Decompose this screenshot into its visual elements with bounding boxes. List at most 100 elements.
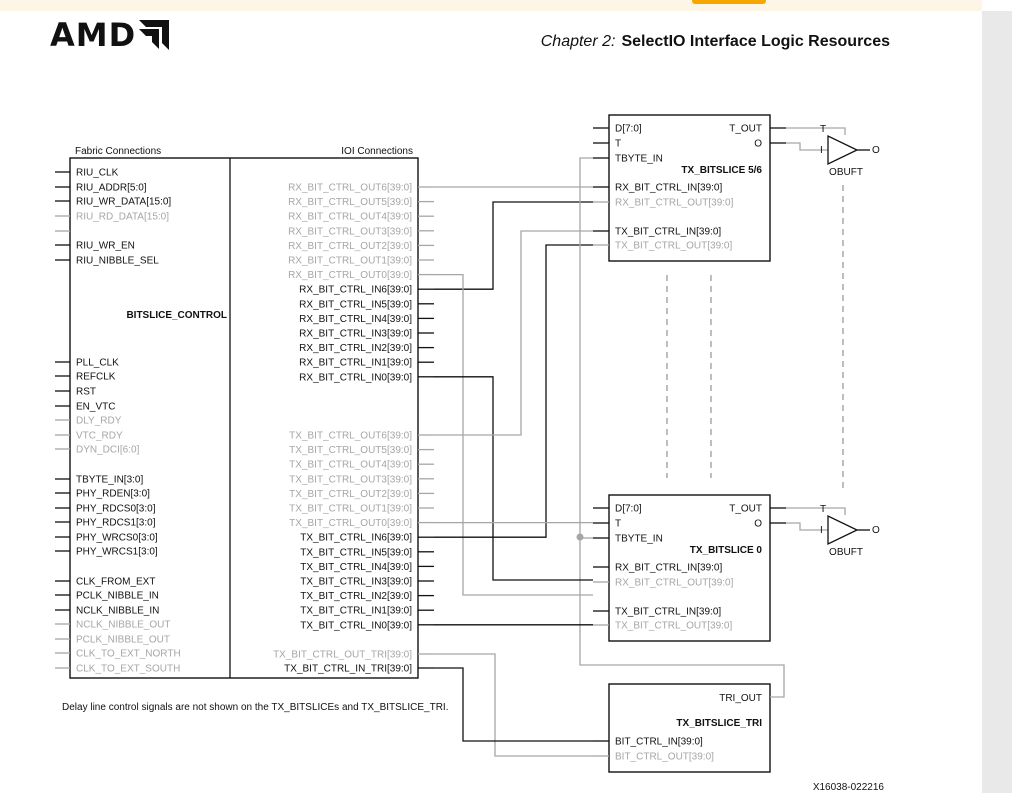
fabric-pin-label: EN_VTC (76, 402, 115, 413)
tx-bitslice-56-in-label: TX_BIT_CTRL_IN[39:0] (615, 227, 721, 238)
tx-bitslice-56-in-label: TBYTE_IN (615, 154, 663, 165)
tx-bitslice-0-out-label: T_OUT (729, 504, 762, 515)
wire-rx-in0 (434, 376, 593, 581)
ioi-pin-label: TX_BIT_CTRL_OUT1[39:0] (289, 504, 412, 515)
obuft-lower-t-label: T (820, 504, 826, 515)
tx-bitslice-tri-title: TX_BITSLICE_TRI (676, 718, 762, 729)
fabric-pin-label: DYN_DCI[6:0] (76, 445, 140, 456)
ioi-pin-label: RX_BIT_CTRL_OUT1[39:0] (288, 256, 412, 267)
top-banner (0, 0, 982, 11)
obuft-lower-i-wire (786, 522, 828, 531)
fabric-pin-label: RIU_CLK (76, 168, 119, 179)
fabric-pin-label: CLK_FROM_EXT (76, 577, 155, 588)
obuft-lower-o-label: O (872, 525, 880, 536)
ioi-pin-label: RX_BIT_CTRL_IN6[39:0] (299, 285, 412, 296)
fabric-pin-label: RIU_ADDR[5:0] (76, 183, 147, 194)
ioi-pin-label: RX_BIT_CTRL_OUT0[39:0] (288, 270, 412, 281)
ioi-pin-label: TX_BIT_CTRL_OUT0[39:0] (289, 518, 412, 529)
figure-id: X16038-022216 (813, 782, 885, 793)
ioi-pin-label: RX_BIT_CTRL_IN4[39:0] (299, 314, 412, 325)
obuft-upper-i-wire (786, 142, 828, 151)
ioi-pin-label: RX_BIT_CTRL_IN5[39:0] (299, 299, 412, 310)
top-banner-tab[interactable] (692, 0, 766, 4)
ioi-pin-label: RX_BIT_CTRL_OUT2[39:0] (288, 241, 412, 252)
tx-bitslice-56-out-label: T_OUT (729, 124, 762, 135)
ioi-pin-label: TX_BIT_CTRL_OUT3[39:0] (289, 474, 412, 485)
fabric-pin-label: CLK_TO_EXT_SOUTH (76, 664, 180, 675)
obuft-upper-i-label: I (820, 145, 823, 156)
fabric-pin-label: RIU_WR_EN (76, 241, 135, 252)
tx-bitslice-56-in-label: D[7:0] (615, 124, 642, 135)
obuft-lower-i-label: I (820, 525, 823, 536)
wire-tx-in6 (434, 244, 593, 538)
wire-tx-in-tri (434, 667, 593, 742)
tx-bitslice-0-in-label: RX_BIT_CTRL_OUT[39:0] (615, 578, 734, 589)
tx-bitslice-0-in-label: TX_BIT_CTRL_IN[39:0] (615, 607, 721, 618)
fabric-pin-label: PHY_RDEN[3:0] (76, 489, 150, 500)
ioi-pin-label: RX_BIT_CTRL_IN0[39:0] (299, 372, 412, 383)
obuft-upper-t-label: T (820, 124, 826, 135)
ioi-pin-label: RX_BIT_CTRL_OUT5[39:0] (288, 197, 412, 208)
fabric-pin-label: PHY_WRCS0[3:0] (76, 533, 158, 544)
wire-tx-out-tri (434, 653, 593, 757)
fabric-pin-label: DLY_RDY (76, 416, 122, 427)
tx-bitslice-0-in-label: RX_BIT_CTRL_IN[39:0] (615, 563, 722, 574)
ioi-connections-title: IOI Connections (341, 146, 413, 157)
ioi-pin-label: RX_BIT_CTRL_OUT6[39:0] (288, 183, 412, 194)
fabric-pin-label: RST (76, 387, 96, 398)
ioi-pin-label: TX_BIT_CTRL_OUT6[39:0] (289, 431, 412, 442)
ioi-pin-label: TX_BIT_CTRL_OUT4[39:0] (289, 460, 412, 471)
fabric-pin-label: RIU_RD_DATA[15:0] (76, 212, 169, 223)
tx-bitslice-0-in-label: TBYTE_IN (615, 534, 663, 545)
ioi-pin-label: TX_BIT_CTRL_IN0[39:0] (300, 620, 412, 631)
obuft-lower-t-wire (786, 507, 846, 515)
obuft-lower-triangle (827, 514, 859, 546)
fabric-pin-label: CLK_TO_EXT_NORTH (76, 649, 181, 660)
obuft-upper-o-label: O (872, 145, 880, 156)
obuft-lower-label: OBUFT (829, 547, 863, 558)
chapter-title: SelectIO Interface Logic Resources (621, 33, 890, 50)
ioi-pin-label: TX_BIT_CTRL_IN3[39:0] (300, 577, 412, 588)
tx-bitslice-56-in-label: TX_BIT_CTRL_OUT[39:0] (615, 241, 732, 252)
fabric-pin-label: VTC_RDY (76, 431, 123, 442)
tx-bitslice-0-in-label: T (615, 519, 621, 530)
fabric-pin-label: REFCLK (76, 372, 116, 383)
tx-bitslice-56-in-label: RX_BIT_CTRL_IN[39:0] (615, 183, 722, 194)
chapter-label: Chapter 2: (540, 33, 616, 50)
fabric-pin-label: PHY_WRCS1[3:0] (76, 547, 158, 558)
amd-arrow-icon (139, 20, 170, 50)
ioi-pin-label: TX_BIT_CTRL_OUT2[39:0] (289, 489, 412, 500)
diagram-note: Delay line control signals are not shown… (62, 702, 449, 713)
obuft-upper-triangle (827, 134, 859, 166)
ioi-pin-label: RX_BIT_CTRL_OUT4[39:0] (288, 212, 412, 223)
tx-bitslice-0-title: TX_BITSLICE 0 (690, 545, 763, 556)
logo-text: AMD (50, 16, 137, 54)
fabric-pin-label: TBYTE_IN[3:0] (76, 475, 143, 486)
tx-bitslice-56-block (608, 114, 771, 262)
chapter-heading: Chapter 2: SelectIO Interface Logic Resou… (460, 33, 890, 51)
scrollbar-gutter[interactable] (982, 11, 1012, 793)
ioi-pin-label: TX_BIT_CTRL_OUT5[39:0] (289, 445, 412, 456)
ioi-pin-label: TX_BIT_CTRL_IN1[39:0] (300, 606, 412, 617)
ioi-pin-label: RX_BIT_CTRL_IN2[39:0] (299, 343, 412, 354)
ioi-pin-label: RX_BIT_CTRL_OUT3[39:0] (288, 226, 412, 237)
tx-bitslice-0-out-label: O (754, 519, 762, 530)
tx-bitslice-tri-in-label: BIT_CTRL_OUT[39:0] (615, 752, 714, 763)
bitslice-control-label: BITSLICE_CONTROL (126, 310, 227, 321)
ioi-pin-label: TX_BIT_CTRL_IN2[39:0] (300, 591, 412, 602)
fabric-pin-label: PCLK_NIBBLE_IN (76, 591, 159, 602)
ioi-pin-label: TX_BIT_CTRL_IN6[39:0] (300, 533, 412, 544)
fabric-pin-label: PLL_CLK (76, 358, 119, 369)
fabric-pin-label: PHY_RDCS0[3:0] (76, 504, 156, 515)
tx-bitslice-0-block (608, 494, 771, 642)
ioi-pin-label: TX_BIT_CTRL_OUT_TRI[39:0] (273, 650, 412, 661)
tx-bitslice-tri-in-label: BIT_CTRL_IN[39:0] (615, 737, 703, 748)
ioi-pin-label: RX_BIT_CTRL_IN1[39:0] (299, 358, 412, 369)
tx-bitslice-56-in-label: RX_BIT_CTRL_OUT[39:0] (615, 198, 734, 209)
ioi-pin-label: TX_BIT_CTRL_IN4[39:0] (300, 562, 412, 573)
wire-tbyte-upper (579, 157, 593, 537)
tri-out-wire (579, 537, 785, 698)
fabric-pin-label: PCLK_NIBBLE_OUT (76, 635, 170, 646)
obuft-upper-t-wire (786, 127, 846, 135)
